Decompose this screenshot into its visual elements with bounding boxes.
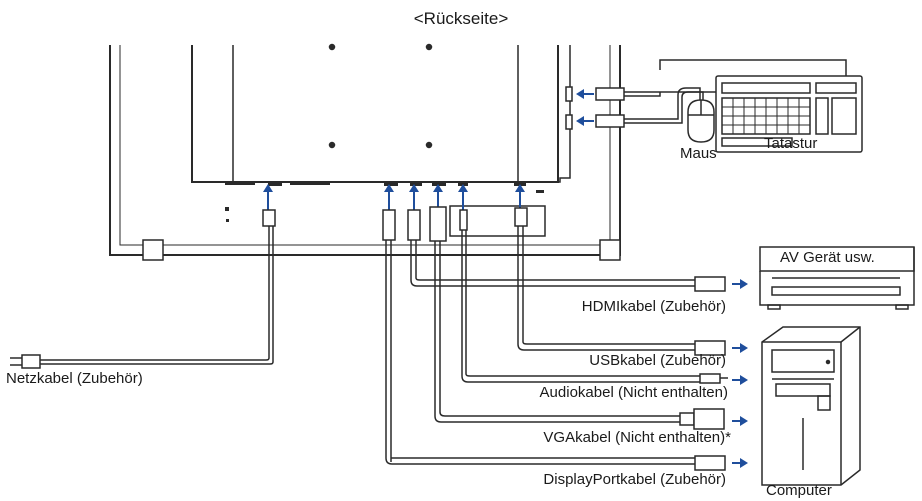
usb-cable	[514, 207, 726, 356]
vga-cable	[429, 206, 725, 430]
av-device-icon	[759, 246, 915, 310]
hdmi-cable-label: HDMIkabel (Zubehör)	[581, 298, 726, 315]
port-arrows	[263, 89, 748, 468]
av-device-label: AV Gerät usw.	[780, 249, 875, 266]
keyboard-icon	[715, 75, 863, 153]
monitor-back	[109, 43, 621, 261]
displayport-cable	[382, 209, 726, 471]
mouse-label: Maus	[680, 145, 717, 162]
computer-icon	[761, 326, 861, 486]
hdmi-cable	[407, 209, 726, 292]
page-title: <Rückseite>	[413, 9, 509, 28]
keyboard-label: Tatastur	[764, 135, 818, 152]
audio-cable	[459, 209, 728, 384]
power-cable-label: Netzkabel (Zubehör)	[6, 370, 143, 387]
usb-cable-label: USBkabel (Zubehör)	[589, 352, 726, 369]
computer-label: Computer	[766, 482, 832, 499]
mouse-icon	[687, 99, 715, 143]
power-cable	[10, 209, 276, 369]
displayport-cable-label: DisplayPortkabel (Zubehör)	[543, 471, 726, 488]
audio-cable-label: Audiokabel (Nicht enthalten)	[539, 384, 728, 401]
vga-cable-label: VGAkabel (Nicht enthalten)*	[543, 429, 731, 446]
